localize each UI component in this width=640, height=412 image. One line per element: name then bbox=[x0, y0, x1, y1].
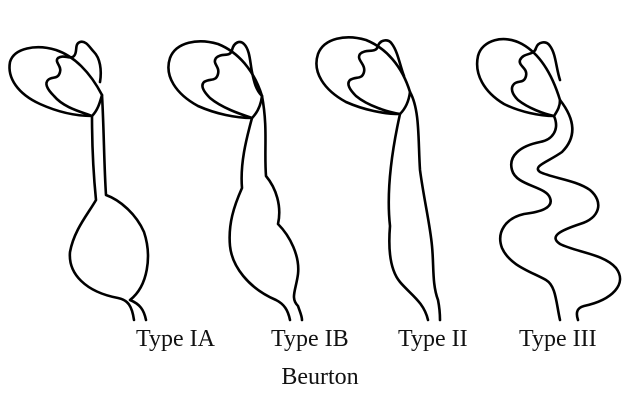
figure-type-ib bbox=[168, 41, 302, 320]
ureter-left-wall bbox=[70, 116, 134, 320]
caption-type-ii: Type II bbox=[398, 327, 468, 351]
ureter-left-wall bbox=[389, 114, 428, 320]
ureter-left-wall bbox=[230, 118, 290, 320]
ureter-right-wall bbox=[410, 92, 440, 320]
ureter-left-wall bbox=[500, 116, 560, 320]
renal-pelvis-calyces bbox=[348, 40, 404, 114]
classification-title: Beurton bbox=[0, 365, 640, 389]
ureter-right-wall bbox=[262, 96, 302, 320]
caption-type-ib: Type IB bbox=[271, 327, 349, 351]
ureter-right-wall bbox=[102, 95, 148, 320]
caption-type-ia: Type IA bbox=[136, 327, 215, 351]
kidney-outline bbox=[477, 39, 560, 116]
kidney-outline bbox=[10, 47, 102, 116]
ureter-right-wall bbox=[538, 100, 620, 320]
figure-type-iii bbox=[477, 39, 620, 320]
caption-type-iii: Type III bbox=[519, 327, 597, 351]
figure-type-ii bbox=[316, 37, 440, 320]
figure-type-ia bbox=[10, 42, 148, 320]
